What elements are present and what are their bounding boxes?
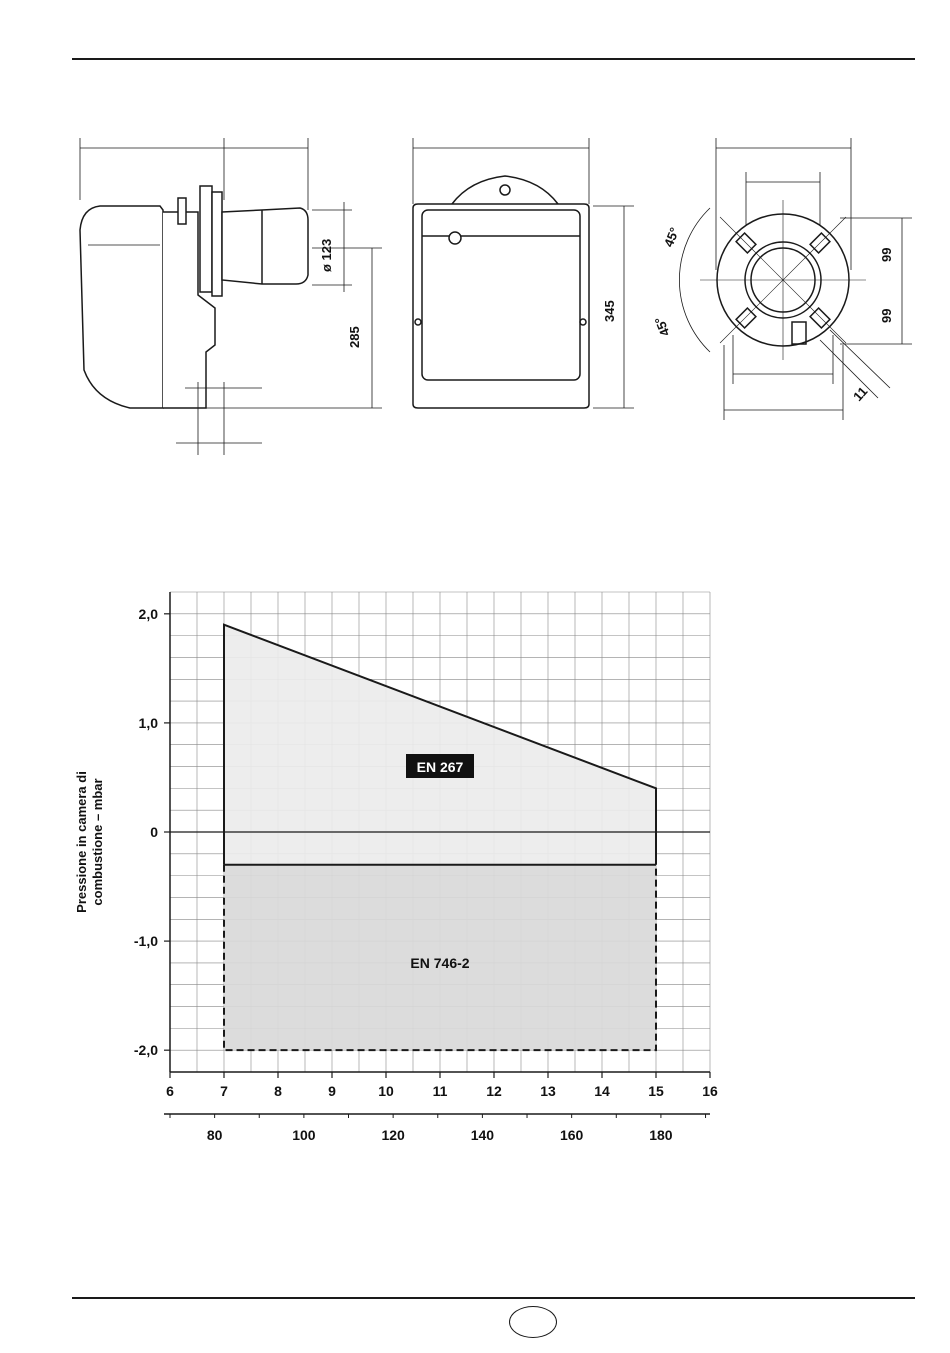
x-tick-label: 7	[220, 1083, 228, 1099]
series-label-en746: EN 746-2	[410, 955, 469, 971]
side-height-label: 285	[347, 326, 362, 348]
front-height-label: 345	[602, 300, 617, 322]
x-tick-label: 8	[274, 1083, 282, 1099]
y-tick-label: -2,0	[134, 1042, 158, 1058]
y-tick-label: -1,0	[134, 933, 158, 949]
x-tick-label: 13	[540, 1083, 556, 1099]
angle-lower-label: 45°	[652, 315, 673, 339]
footer-rule	[72, 1297, 915, 1299]
side-view	[80, 138, 382, 455]
x-tick-label: 6	[166, 1083, 174, 1099]
lower-offset-label: 99	[879, 309, 894, 323]
y-tick-label: 0	[150, 824, 158, 840]
x2-tick-label: 100	[292, 1127, 316, 1143]
x-tick-label: 9	[328, 1083, 336, 1099]
x2-tick-label: 160	[560, 1127, 584, 1143]
series-label-en267: EN 267	[417, 759, 464, 775]
flange-view	[679, 138, 912, 420]
y-axis-label-line1: Pressione in camera di	[74, 771, 89, 913]
y-tick-label: 1,0	[139, 715, 159, 731]
x-tick-label: 10	[378, 1083, 394, 1099]
x2-tick-label: 80	[207, 1127, 223, 1143]
x-tick-label: 15	[648, 1083, 664, 1099]
x2-tick-label: 120	[381, 1127, 405, 1143]
front-view	[413, 138, 634, 408]
upper-offset-label: 99	[879, 248, 894, 262]
angle-upper-label: 45°	[661, 225, 682, 249]
slot-label: 11	[850, 384, 870, 404]
page-number-oval	[509, 1306, 557, 1338]
dimension-drawing: ø 123 285 345	[0, 120, 950, 465]
x-tick-label: 12	[486, 1083, 502, 1099]
y-tick-label: 2,0	[139, 606, 159, 622]
x-tick-label: 14	[594, 1083, 610, 1099]
y-axis-label-line2: combustione – mbar	[90, 778, 105, 905]
diameter-label: ø 123	[319, 239, 334, 272]
en267-label-box: EN 267	[406, 754, 474, 778]
x2-tick-label: 180	[649, 1127, 673, 1143]
x-tick-label: 16	[702, 1083, 718, 1099]
pressure-chart: 2,0 1,0 0 -1,0 -2,0 6 7 8 9 10 11 12 13 14 15 16 80 100 12…	[0, 580, 950, 1180]
x2-tick-label: 140	[471, 1127, 495, 1143]
header-rule	[72, 58, 915, 60]
x-tick-label: 11	[433, 1083, 448, 1099]
